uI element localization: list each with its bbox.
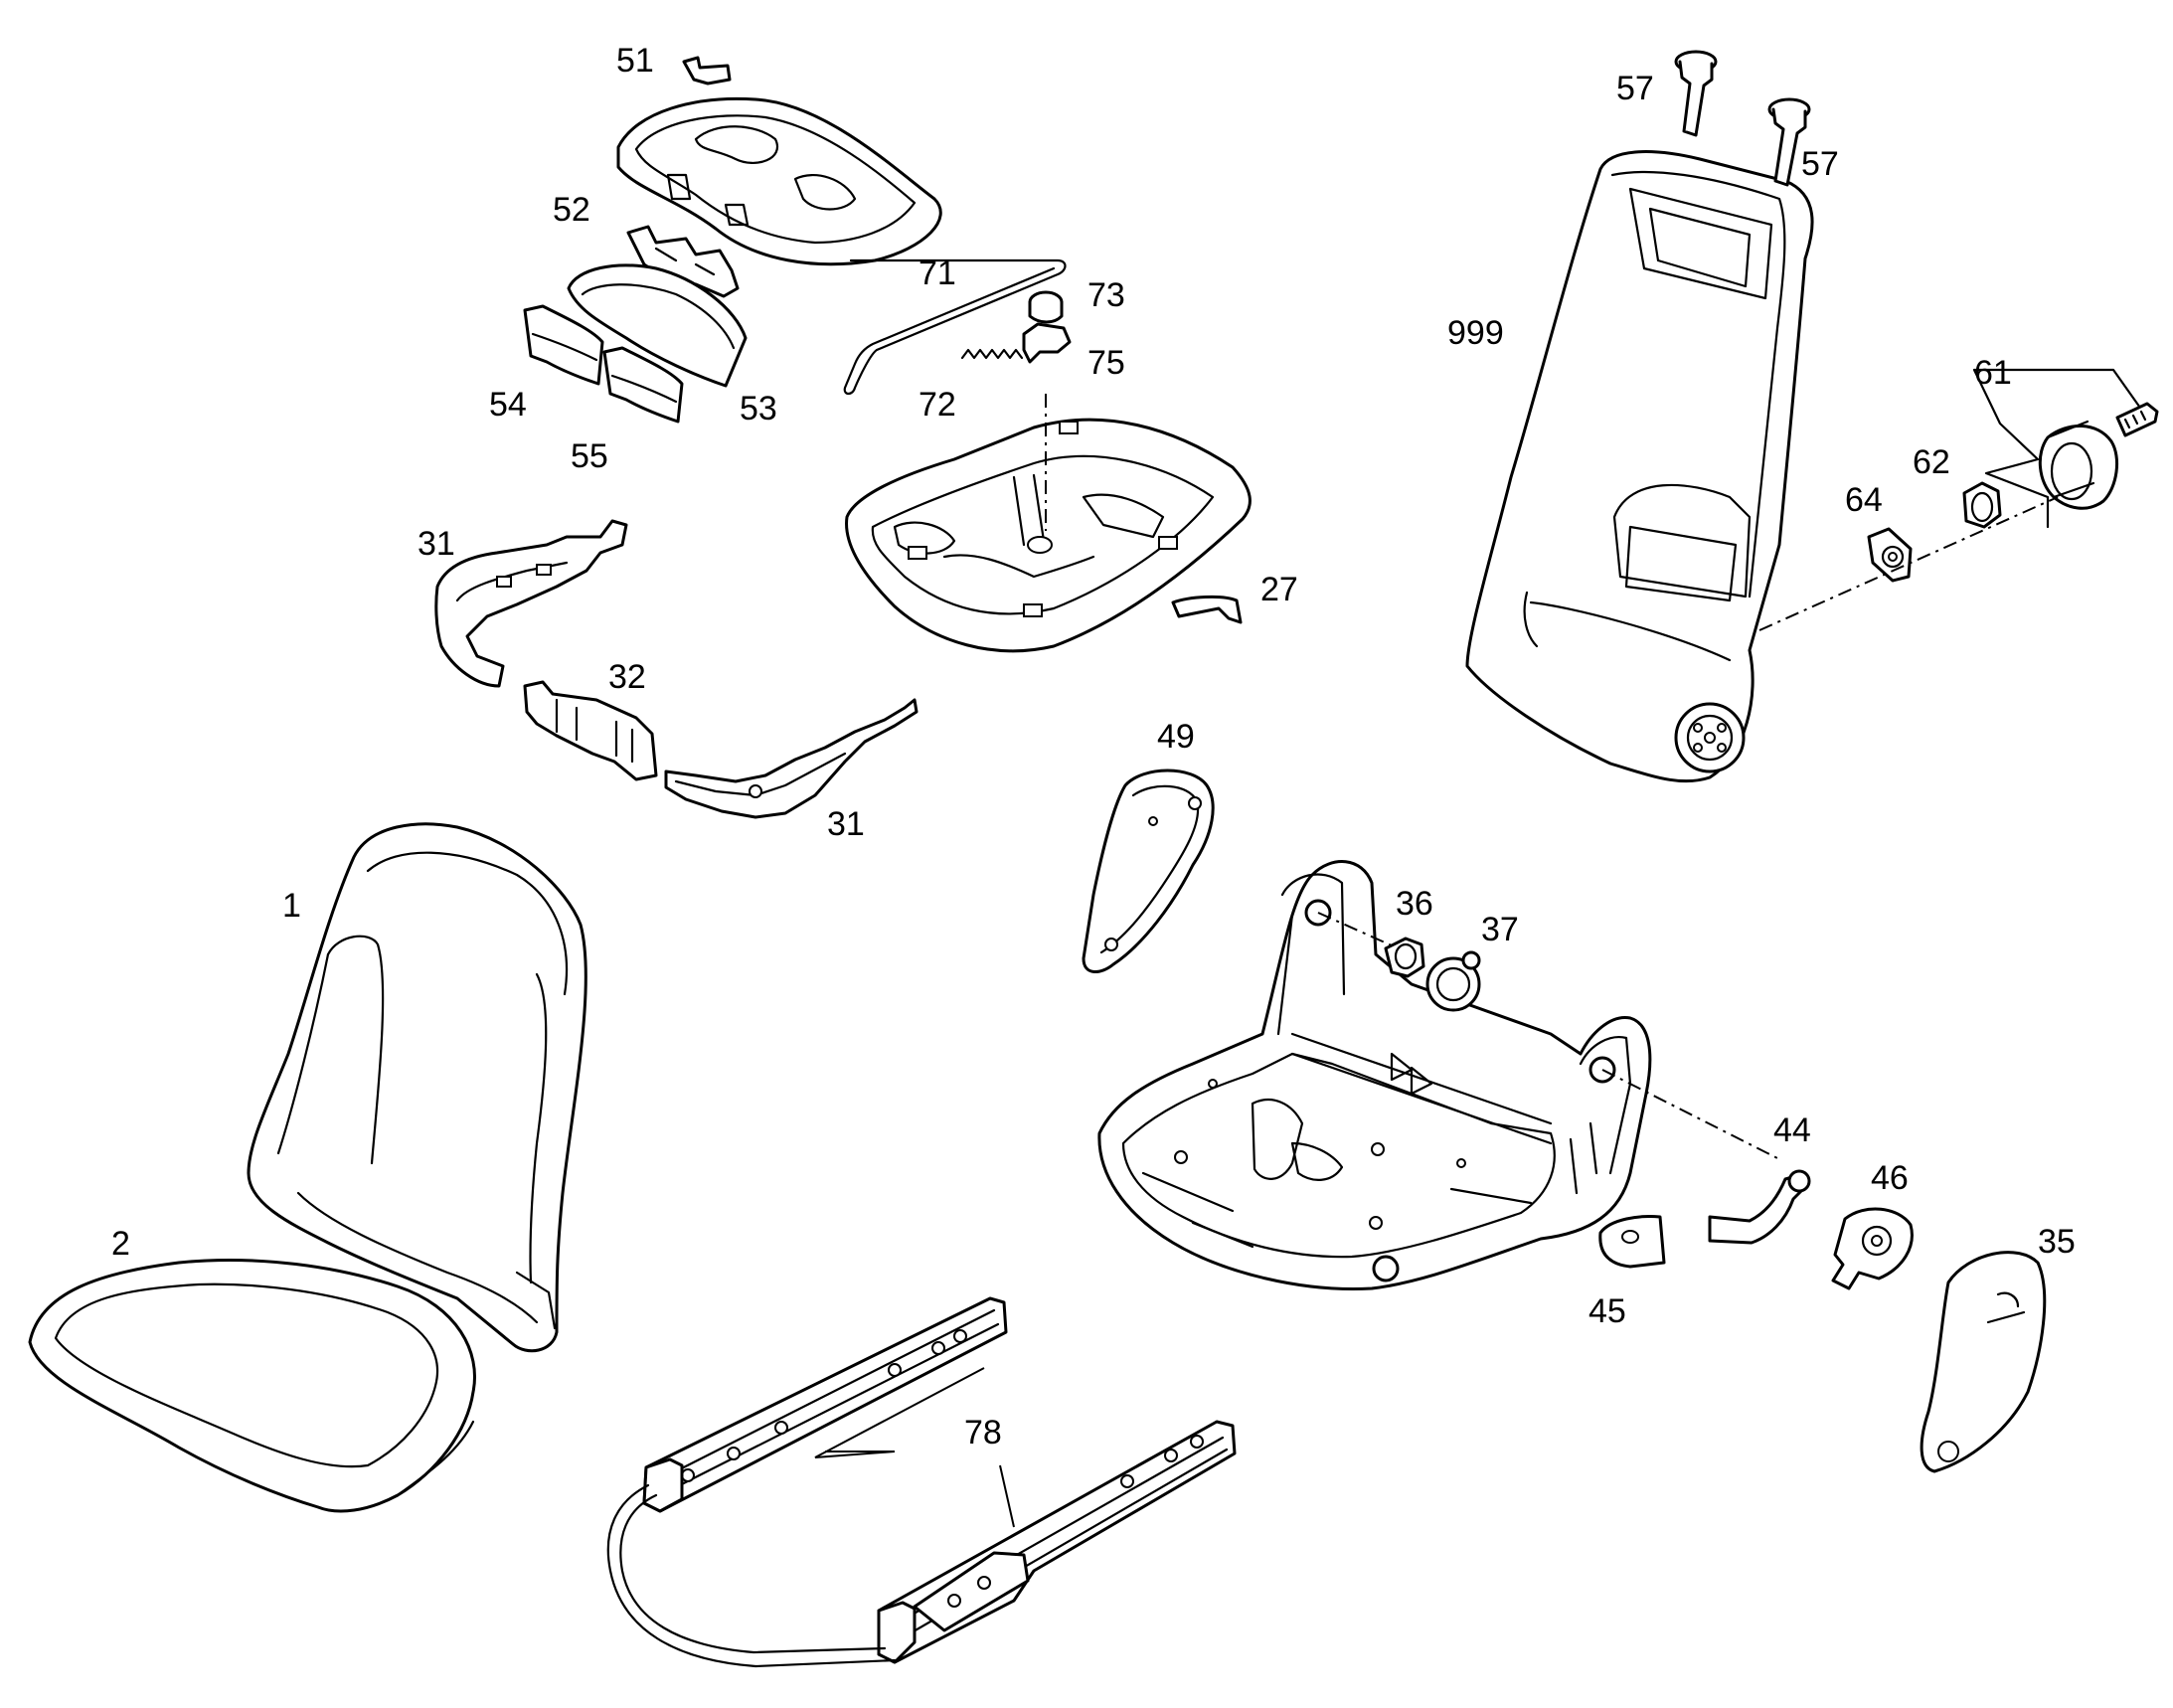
callout-35: 35 xyxy=(2038,1223,2076,1261)
part-55-profile xyxy=(602,346,684,424)
part-45-cover xyxy=(1598,1215,1666,1269)
part-31-lower-side-rail xyxy=(664,698,919,819)
part-61-recliner-housing xyxy=(1972,368,2159,529)
callout-32: 32 xyxy=(608,658,646,696)
callout-45: 45 xyxy=(1588,1292,1626,1330)
part-1-backrest-cover xyxy=(247,822,587,1353)
callout-62: 62 xyxy=(1913,443,1950,481)
axis-line-frame-left xyxy=(1317,912,1413,955)
part-78-seat-slide-rails xyxy=(606,1296,1237,1668)
part-57-headrest-guide-left xyxy=(1674,50,1718,137)
callout-31-upper: 31 xyxy=(418,525,455,563)
part-32-bracket xyxy=(523,680,658,781)
part-71-rod xyxy=(843,258,1067,396)
callout-2: 2 xyxy=(111,1225,130,1263)
axis-line-backrest xyxy=(1758,496,2059,631)
callout-46: 46 xyxy=(1871,1159,1909,1197)
callout-36: 36 xyxy=(1396,885,1433,923)
part-54-profile xyxy=(523,304,604,386)
axis-line-frame-right xyxy=(1601,1069,1780,1160)
callout-57-right: 57 xyxy=(1801,145,1839,183)
part-46-plate xyxy=(1831,1207,1914,1290)
part-999-backrest-frame xyxy=(1465,150,1814,783)
callout-53: 53 xyxy=(740,390,777,427)
callout-71: 71 xyxy=(919,255,956,292)
part-31-upper-side-rail xyxy=(434,519,628,688)
callout-44: 44 xyxy=(1773,1111,1811,1149)
callout-64: 64 xyxy=(1845,481,1883,519)
callout-27: 27 xyxy=(1260,571,1298,608)
callout-54: 54 xyxy=(489,386,527,424)
callout-52: 52 xyxy=(553,191,590,229)
callout-72: 72 xyxy=(919,386,956,424)
part-75-clip xyxy=(1022,322,1072,364)
part-53-foam-pad xyxy=(567,263,748,388)
part-64-plate xyxy=(1867,527,1913,583)
callout-55: 55 xyxy=(571,437,608,475)
part-2-seat-cushion xyxy=(28,1259,476,1513)
callout-75: 75 xyxy=(1087,344,1125,382)
callout-labels: 51 52 53 54 55 71 72 73 75 31 32 31 27 5… xyxy=(111,42,2076,1452)
seat-pan-lower-frame xyxy=(845,418,1252,653)
part-72-spring xyxy=(960,348,1024,360)
callout-31-lower: 31 xyxy=(827,805,865,843)
leader-lines xyxy=(814,1367,1015,1528)
callout-49: 49 xyxy=(1157,718,1195,756)
part-44-lever xyxy=(1708,1169,1811,1245)
part-62-nut xyxy=(1962,481,2002,529)
part-51-clip xyxy=(682,56,732,85)
callout-61: 61 xyxy=(1974,354,2012,392)
part-37-knob xyxy=(1425,950,1481,1012)
seat-frame xyxy=(1097,860,1652,1290)
part-27-clip xyxy=(1171,595,1243,624)
part-49-side-panel xyxy=(1082,769,1215,973)
part-36-bushing xyxy=(1384,937,1425,978)
callout-73: 73 xyxy=(1087,276,1125,314)
callout-57-left: 57 xyxy=(1616,70,1654,107)
seat-pan-upper-shell xyxy=(616,96,942,266)
part-57-headrest-guide-right xyxy=(1767,97,1811,187)
callout-51: 51 xyxy=(616,42,654,80)
part-35-side-cover xyxy=(1920,1251,2047,1473)
callout-37: 37 xyxy=(1481,911,1519,948)
callout-78: 78 xyxy=(964,1414,1002,1452)
callout-999: 999 xyxy=(1447,314,1504,352)
part-73-cap xyxy=(1028,290,1064,324)
callout-1: 1 xyxy=(282,887,301,925)
